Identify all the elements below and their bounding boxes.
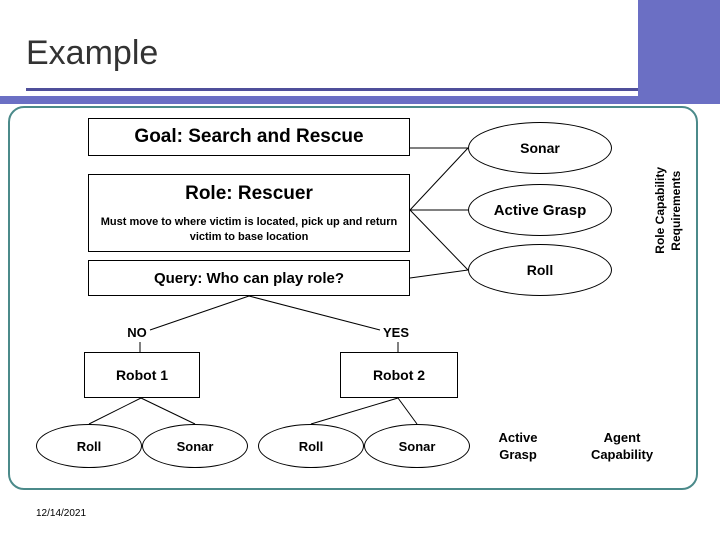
robot-2-capability-roll: Roll <box>258 424 364 468</box>
header-white-panel <box>0 0 638 96</box>
robot-2-box: Robot 2 <box>340 352 458 398</box>
role-description: Must move to where victim is located, pi… <box>100 216 398 243</box>
footer-date: 12/14/2021 <box>36 508 87 519</box>
capability-active-grasp: Active Grasp <box>468 184 612 236</box>
branch-label-no: NO <box>127 324 147 340</box>
title-divider <box>26 88 638 91</box>
capability-sonar: Sonar <box>468 122 612 174</box>
query-box: Query: Who can play role? <box>88 260 410 296</box>
robot-1-capability-sonar: Sonar <box>142 424 248 468</box>
agent-capability-label: Agent Capability <box>590 430 654 462</box>
extra-capability-label: Active Grasp <box>498 430 538 462</box>
goal-box: Goal: Search and Rescue <box>88 118 410 156</box>
robot-1-capability-roll: Roll <box>36 424 142 468</box>
robot-1-box: Robot 1 <box>84 352 200 398</box>
robot-2-capability-sonar: Sonar <box>364 424 470 468</box>
capability-roll: Roll <box>468 244 612 296</box>
role-title: Role: Rescuer <box>185 183 313 204</box>
role-capability-requirements-label: Role Capability Requirements <box>640 120 696 300</box>
role-capability-requirements-text: Role Capability Requirements <box>653 166 683 254</box>
branch-label-yes: YES <box>382 324 409 340</box>
role-box: Role: Rescuer Must move to where victim … <box>88 174 410 252</box>
page-title: Example <box>26 34 159 72</box>
